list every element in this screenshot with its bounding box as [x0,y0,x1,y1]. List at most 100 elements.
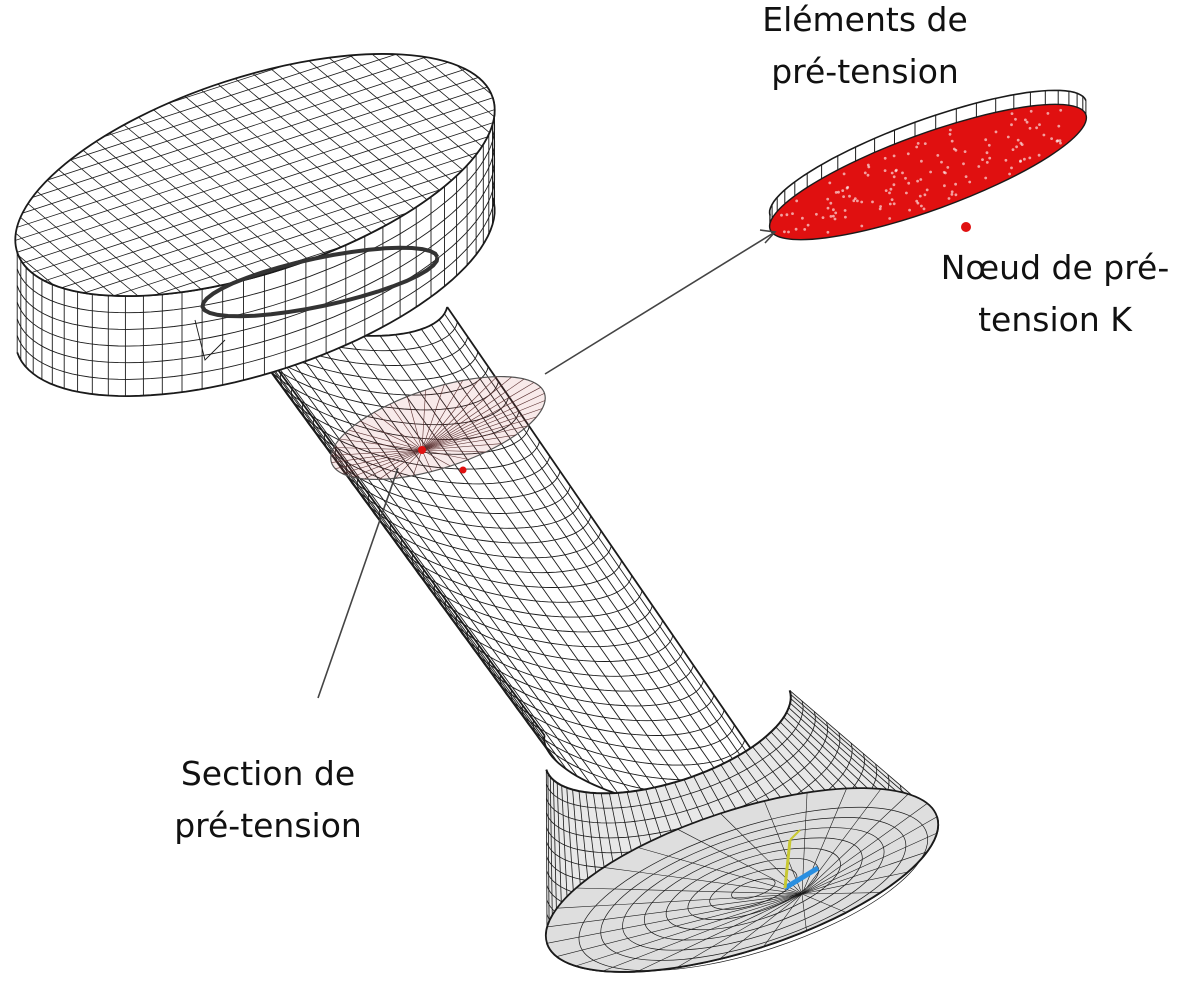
element-marker [832,208,835,212]
section-spoke [330,449,423,456]
element-marker [815,212,818,216]
head-side-fill [17,97,495,397]
element-marker [821,216,825,220]
element-marker [844,215,847,219]
section-center-dot [418,446,426,454]
end-face-spoke [764,800,803,895]
end-face-spoke [801,892,881,895]
element-marker [794,227,798,231]
mesh-generatrix [273,319,620,795]
element-marker [1010,166,1013,170]
mesh-generatrix [291,324,635,800]
y-axis-icon [783,839,792,889]
section-spoke [421,449,487,453]
end-face-spoke [576,887,803,895]
element-marker [994,130,998,134]
element-marker [1004,158,1008,162]
end-face-spoke [556,893,803,909]
element-marker [916,142,920,145]
pretension-section-label: Section de pré-tension [118,748,418,852]
mesh-generatrix [363,335,700,810]
bolt-end-cylinder-mesh [544,690,940,973]
element-marker [962,162,965,166]
mesh-generatrix [395,334,730,809]
element-marker [916,201,920,205]
element-marker [888,217,892,220]
element-marker [834,211,838,215]
element-marker [878,207,882,211]
end-face-ring [665,847,841,931]
element-marker [826,206,830,210]
element-marker [890,198,894,202]
head-grid-line [196,4,524,313]
element-marker [853,197,857,201]
element-marker [1038,123,1041,126]
end-face-spoke [763,893,803,947]
element-marker [889,187,893,191]
end-face-spoke [546,893,803,944]
element-marker [943,184,946,188]
element-marker [905,191,908,195]
section-spoke [421,382,535,451]
element-marker [907,181,911,185]
end-face-ring [731,878,776,900]
element-marker [795,199,799,203]
element-marker [1035,126,1038,130]
section-spoke [421,387,541,451]
element-marker [842,195,845,199]
element-marker [860,200,864,204]
element-marker [856,199,859,203]
element-marker [901,171,904,175]
element-marker [842,172,846,176]
end-face-spoke [801,871,908,895]
section-spoke [421,425,528,451]
section-spoke [421,384,445,451]
end-face-spoke [637,847,803,895]
section-spoke [421,380,464,451]
section-spoke [335,449,423,469]
element-marker [1011,148,1015,152]
element-marker [871,200,874,204]
section-spoke [421,443,503,451]
mesh-generatrix [327,332,668,807]
element-marker [829,201,833,205]
pretension-elements-label: Eléments de pré-tension [715,0,1015,98]
end-face-spoke [556,893,803,957]
pretension-node-label-line2: tension K [978,300,1132,339]
element-marker [806,223,810,227]
element-marker [841,189,845,193]
element-marker [908,208,911,212]
element-marker [940,160,943,164]
pretension-elements-label-line2: pré-tension [771,52,959,91]
section-spoke [421,376,498,451]
element-marker [963,150,967,154]
section-spoke [359,420,423,451]
end-face-spoke [603,867,803,895]
element-marker [968,180,972,184]
element-marker [925,188,929,192]
element-marker [845,186,849,190]
end-face-spoke [676,893,803,968]
head-grid-line [247,4,524,296]
element-marker [1058,139,1062,143]
end-face-spoke [801,893,847,913]
pretension-section-label-line2: pré-tension [174,806,362,845]
end-face-spoke [801,851,928,895]
element-marker [923,142,927,146]
end-face-spoke [720,813,803,895]
element-marker [981,158,984,162]
pretension-section [330,375,546,481]
element-marker [1042,133,1046,137]
mesh-generatrix [430,324,762,801]
element-marker [918,194,922,198]
element-marker [785,213,789,217]
element-marker [964,175,968,179]
end-face-ring [600,817,907,961]
element-marker [826,230,830,234]
element-marker [892,154,896,158]
section-spoke [331,449,423,463]
element-marker [833,217,837,221]
section-spoke [421,400,546,451]
element-marker [952,147,956,151]
